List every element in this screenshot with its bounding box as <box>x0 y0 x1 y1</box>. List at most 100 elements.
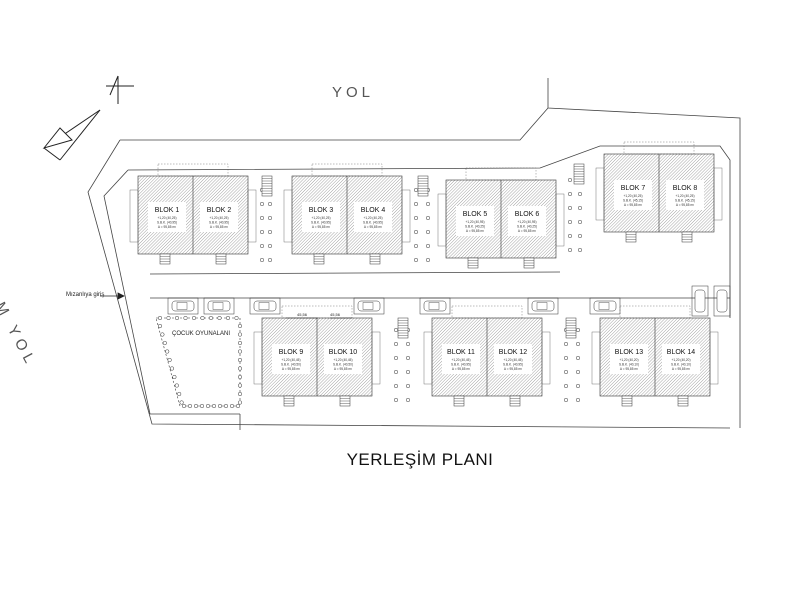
tree-icon <box>575 397 581 403</box>
block-stat: +1,20 (40,45) <box>281 358 300 362</box>
playground-label: ÇOCUK OYUNALANI <box>172 331 231 337</box>
block-stat: S.B.K. (40,95) <box>311 221 331 225</box>
entrance-steps-icon <box>215 253 227 265</box>
block-stat: S.B.K. (40,95) <box>363 221 383 225</box>
block-label: BLOK 4 <box>361 207 386 214</box>
block-label: BLOK 1 <box>155 207 180 214</box>
block-stat: S.B.K. (45,15) <box>675 199 695 203</box>
tree-icon <box>225 315 231 321</box>
tree-icon <box>172 374 177 380</box>
tree-icon <box>567 233 573 239</box>
block-stat: S.B.K. (40,10) <box>671 363 691 367</box>
block-stat: A = 95,85 m² <box>466 229 484 233</box>
tree-icon <box>237 400 243 405</box>
road-label-top: YOL <box>332 84 375 101</box>
tree-icon <box>577 205 583 211</box>
tree-icon <box>237 366 243 371</box>
tree-icon <box>425 257 431 263</box>
tree-icon <box>575 327 581 333</box>
block-label: BLOK 5 <box>463 211 488 218</box>
car-icon <box>419 297 451 315</box>
entrance-steps-icon <box>453 395 465 407</box>
block-label: BLOK 10 <box>329 349 358 356</box>
tree-icon <box>413 243 419 249</box>
tree-icon <box>165 349 170 354</box>
tree-icon <box>563 369 569 375</box>
entrance-steps-icon <box>467 257 479 269</box>
tree-icon <box>199 403 205 409</box>
tree-icon <box>211 403 217 409</box>
tree-icon <box>567 247 573 253</box>
tree-icon <box>575 341 581 347</box>
stairs-icon <box>573 163 585 185</box>
stairs-icon <box>565 317 577 339</box>
entrance-steps-icon <box>509 395 521 407</box>
block-stat: +1,20 (40,95) <box>517 220 536 224</box>
tree-icon <box>413 257 419 263</box>
tree-icon <box>405 397 411 403</box>
block-label: BLOK 6 <box>515 211 540 218</box>
block-stat: A = 95,85 m² <box>624 203 642 207</box>
block-stat: S.B.K. (40,25) <box>517 225 537 229</box>
tree-icon <box>413 187 419 193</box>
car-icon <box>249 297 281 315</box>
entrance-arrow-icon <box>100 292 125 300</box>
block-stat: S.B.K. (40,25) <box>465 225 485 229</box>
tree-icon <box>577 191 583 197</box>
tree-icon <box>425 243 431 249</box>
block-stat: S.B.K. (40,95) <box>451 363 471 367</box>
block-label: BLOK 2 <box>207 207 232 214</box>
block-label: BLOK 14 <box>667 349 696 356</box>
stairs-icon <box>417 175 429 197</box>
entrance-steps-icon <box>621 395 633 407</box>
block-stat: A = 95,85 m² <box>620 367 638 371</box>
tree-icon <box>205 403 211 409</box>
tree-icon <box>567 177 573 183</box>
tree-icon <box>563 397 569 403</box>
block-label: BLOK 13 <box>615 349 644 356</box>
block-stat: +1,20 (40,25) <box>209 216 228 220</box>
tree-icon <box>162 340 167 346</box>
tree-icon <box>425 215 431 221</box>
tree-icon <box>405 341 411 347</box>
block-stat: +1,20 (40,25) <box>311 216 330 220</box>
tree-icon <box>160 332 165 337</box>
block-stat: S.B.K. (40,50) <box>281 363 301 367</box>
tree-icon <box>187 403 193 409</box>
tree-icon <box>259 201 265 207</box>
tree-icon <box>405 369 411 375</box>
block-stat: A = 95,85 m² <box>504 367 522 371</box>
tree-icon <box>200 315 205 321</box>
tree-icon <box>267 229 273 235</box>
entrance-steps-icon <box>283 395 295 407</box>
stairs <box>261 163 585 339</box>
tree-icon <box>405 355 411 361</box>
tree-icon <box>193 403 199 409</box>
tree-icon <box>575 355 581 361</box>
tree-icon <box>575 383 581 389</box>
entrance-steps-icon <box>339 395 351 407</box>
block-stat: +1,20 (40,25) <box>623 194 642 198</box>
tree-icon <box>237 332 243 337</box>
tree-icon <box>237 374 243 380</box>
block-stat: A = 95,85 m² <box>672 367 690 371</box>
tree-icon <box>577 219 583 225</box>
entrance-steps-icon <box>681 231 693 243</box>
block-stat: A = 95,85 m² <box>158 225 176 229</box>
car-icon <box>691 285 709 317</box>
block-label: BLOK 9 <box>279 349 304 356</box>
tree-icon <box>237 349 243 354</box>
block-stat: S.B.K. (40,50) <box>333 363 353 367</box>
block-stat: S.B.K. (40,95) <box>503 363 523 367</box>
parking-area <box>167 285 731 317</box>
block-stat: A = 95,85 m² <box>518 229 536 233</box>
block-stat: +1,20 (40,20) <box>671 358 690 362</box>
tree-icon <box>181 403 187 409</box>
tree-icon <box>191 315 197 321</box>
block-stat: +1,20 (40,45) <box>333 358 352 362</box>
stairs-icon <box>397 317 409 339</box>
tree-icon <box>425 201 431 207</box>
tree-icon <box>167 357 172 363</box>
